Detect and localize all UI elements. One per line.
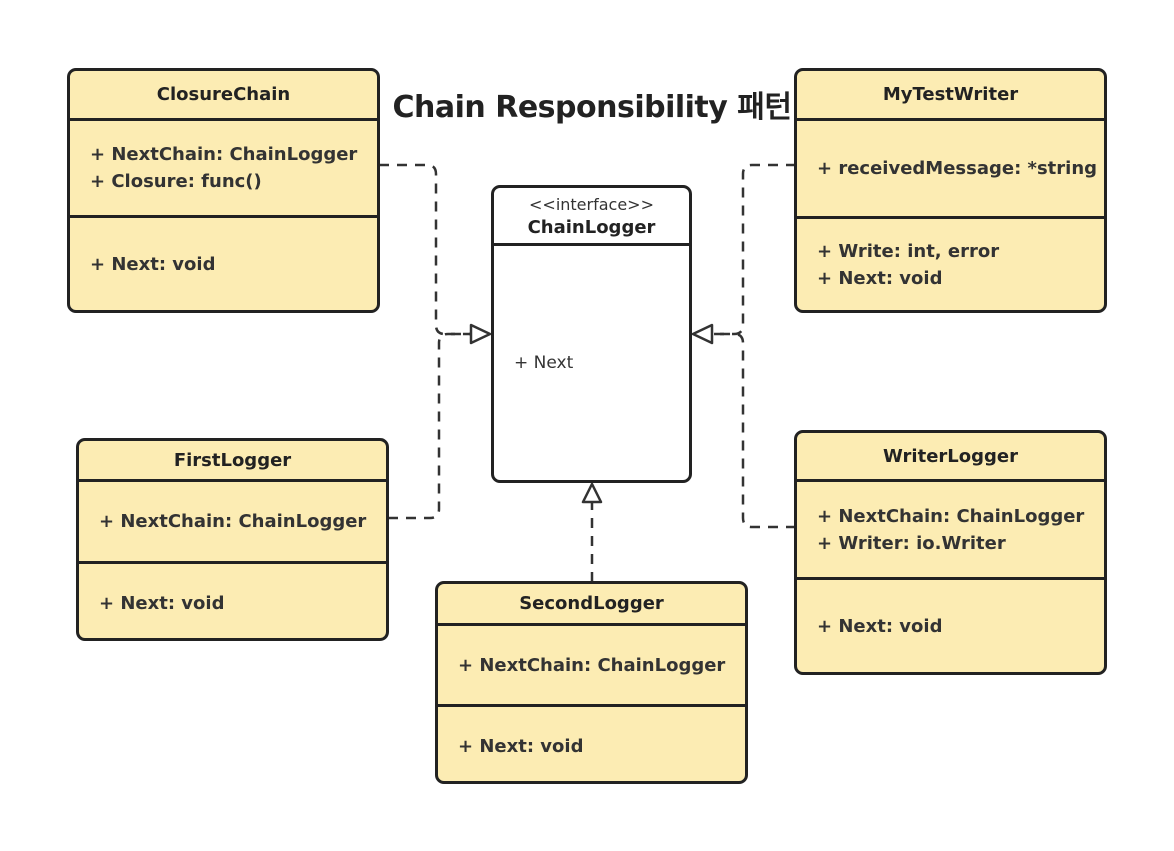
class-methods: + Next: void	[438, 707, 745, 781]
method: + Next: void	[817, 615, 943, 637]
arrowhead-right	[691, 323, 714, 345]
attribute: + NextChain: ChainLogger	[817, 505, 1085, 527]
class-name: ClosureChain	[70, 71, 377, 121]
class-methods: + Next: void	[797, 580, 1104, 672]
interface-stereotype: <<interface>>	[529, 195, 654, 214]
class-name: MyTestWriter	[797, 71, 1104, 121]
arrowhead-left	[469, 323, 492, 345]
class-name: WriterLogger	[797, 433, 1104, 482]
class-closurechain: ClosureChain + NextChain: ChainLogger + …	[67, 68, 380, 313]
method: + Next: void	[90, 253, 216, 275]
realization-closurechain	[379, 163, 472, 336]
attribute: + receivedMessage: *string	[817, 158, 1098, 179]
method: + Next: void	[458, 735, 584, 757]
class-attributes: + NextChain: ChainLogger	[438, 626, 745, 707]
realization-firstlogger	[388, 332, 472, 520]
class-attributes: + receivedMessage: *string	[797, 121, 1104, 219]
class-attributes: + NextChain: ChainLogger	[79, 482, 386, 564]
class-name: FirstLogger	[79, 441, 386, 482]
attribute: + Writer: io.Writer	[817, 532, 1006, 554]
attribute: + NextChain: ChainLogger	[90, 144, 358, 165]
class-firstlogger: FirstLogger + NextChain: ChainLogger + N…	[76, 438, 389, 641]
method: + Write: int, error	[817, 240, 1000, 262]
method: + Next: void	[817, 267, 943, 289]
attribute: + Closure: func()	[90, 171, 262, 192]
diagram-title: Chain Responsibility 패턴	[392, 90, 792, 125]
interface-chainlogger: <<interface>> ChainLogger + Next	[491, 185, 692, 483]
attribute: + NextChain: ChainLogger	[99, 511, 367, 532]
class-writerlogger: WriterLogger + NextChain: ChainLogger + …	[794, 430, 1107, 675]
realization-writerlogger	[712, 332, 796, 529]
class-methods: + Write: int, error + Next: void	[797, 219, 1104, 310]
class-methods: + Next: void	[70, 218, 377, 310]
class-attributes: + NextChain: ChainLogger + Closure: func…	[70, 121, 377, 218]
interface-name: ChainLogger	[527, 217, 656, 238]
class-mytestwriter: MyTestWriter + receivedMessage: *string …	[794, 68, 1107, 313]
attribute: + NextChain: ChainLogger	[458, 654, 726, 676]
method: + Next: void	[99, 592, 225, 614]
arrowhead-bottom	[581, 482, 603, 504]
class-name: SecondLogger	[438, 584, 745, 626]
class-secondlogger: SecondLogger + NextChain: ChainLogger + …	[435, 581, 748, 784]
interface-header: <<interface>> ChainLogger	[494, 188, 689, 246]
class-attributes: + NextChain: ChainLogger + Writer: io.Wr…	[797, 482, 1104, 580]
class-methods: + Next: void	[79, 564, 386, 638]
interface-operation: + Next	[514, 353, 574, 373]
realization-mytestwriter	[712, 163, 796, 336]
